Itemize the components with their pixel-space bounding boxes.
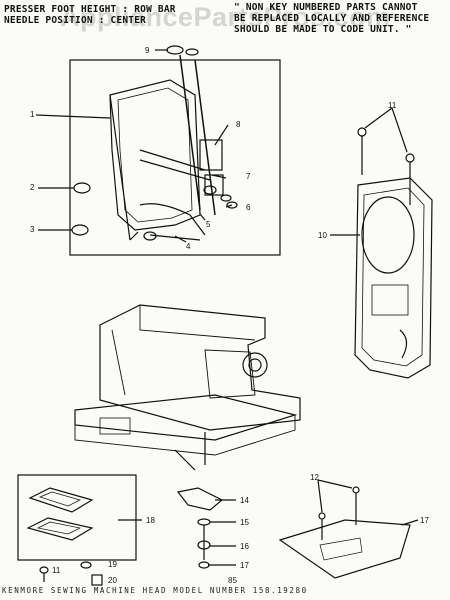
face-cover — [109, 79, 201, 231]
replacement-note: " NON KEY NUMBERED PARTS CANNOT BE REPLA… — [234, 2, 429, 35]
page-number: 85 — [228, 576, 237, 585]
callout-2: 2 — [30, 183, 35, 192]
throat-plate-gasket-lower — [26, 517, 94, 541]
callout-19: 19 — [108, 560, 117, 569]
note-line: SHOULD BE MADE TO CODE UNIT. " — [234, 24, 412, 35]
handwheel-hub — [242, 352, 268, 378]
callout-1: 1 — [30, 110, 35, 119]
callout-17-center: 17 — [240, 561, 249, 570]
callout-12: 12 — [310, 473, 319, 482]
feed-dog-bracket — [176, 487, 224, 511]
slide-plate — [278, 519, 411, 579]
callout-16: 16 — [240, 542, 249, 551]
note-line: BE REPLACED LOCALLY AND REFERENCE — [234, 13, 430, 24]
callout-10: 10 — [318, 231, 327, 240]
callout-7: 7 — [246, 172, 251, 181]
callout-4: 4 — [186, 242, 191, 251]
machine-head-body — [99, 304, 301, 431]
screw-part-17 — [198, 561, 210, 569]
callout-5: 5 — [206, 220, 211, 229]
screw-part-12 — [352, 486, 360, 494]
callout-20: 20 — [108, 576, 117, 585]
inset-frame-bottom — [17, 474, 137, 561]
watermark: AppliancePartsPros.com — [60, 2, 391, 32]
washer-part-15 — [197, 518, 211, 526]
callout-18: 18 — [146, 516, 155, 525]
callout-6: 6 — [246, 203, 251, 212]
throat-plate-gasket-upper — [28, 487, 94, 513]
callout-11-lower: 11 — [52, 566, 61, 575]
callout-8: 8 — [236, 120, 241, 129]
callout-14: 14 — [240, 496, 249, 505]
note-line: " NON KEY NUMBERED PARTS CANNOT — [234, 2, 418, 13]
callout-11: 11 — [388, 101, 397, 110]
needle-bar-bracket — [199, 139, 223, 171]
callout-3: 3 — [30, 225, 35, 234]
machine-bed — [74, 394, 298, 441]
presser-foot-note: PRESSER FOOT HEIGHT : ROW BAR NEEDLE POS… — [4, 4, 176, 26]
clamp-part-2 — [73, 182, 91, 194]
screw-part-19 — [80, 561, 92, 569]
callout-9: 9 — [145, 46, 150, 55]
nut-part-20 — [91, 574, 103, 586]
callout-17-right: 17 — [420, 516, 429, 525]
back-cover-opening — [361, 196, 415, 274]
inset-frame — [69, 59, 281, 256]
screw-part-11 — [357, 127, 367, 137]
back-cover-plate — [354, 177, 433, 379]
clamp-part-3 — [71, 224, 89, 236]
model-footer: KENMORE SEWING MACHINE HEAD MODEL NUMBER… — [2, 586, 308, 595]
callout-15: 15 — [240, 518, 249, 527]
note-line: PRESSER FOOT HEIGHT : ROW BAR — [4, 4, 176, 15]
note-line: NEEDLE POSITION : CENTER — [4, 15, 147, 26]
presser-bar-guide — [204, 174, 224, 196]
screw-part-9 — [166, 45, 184, 55]
